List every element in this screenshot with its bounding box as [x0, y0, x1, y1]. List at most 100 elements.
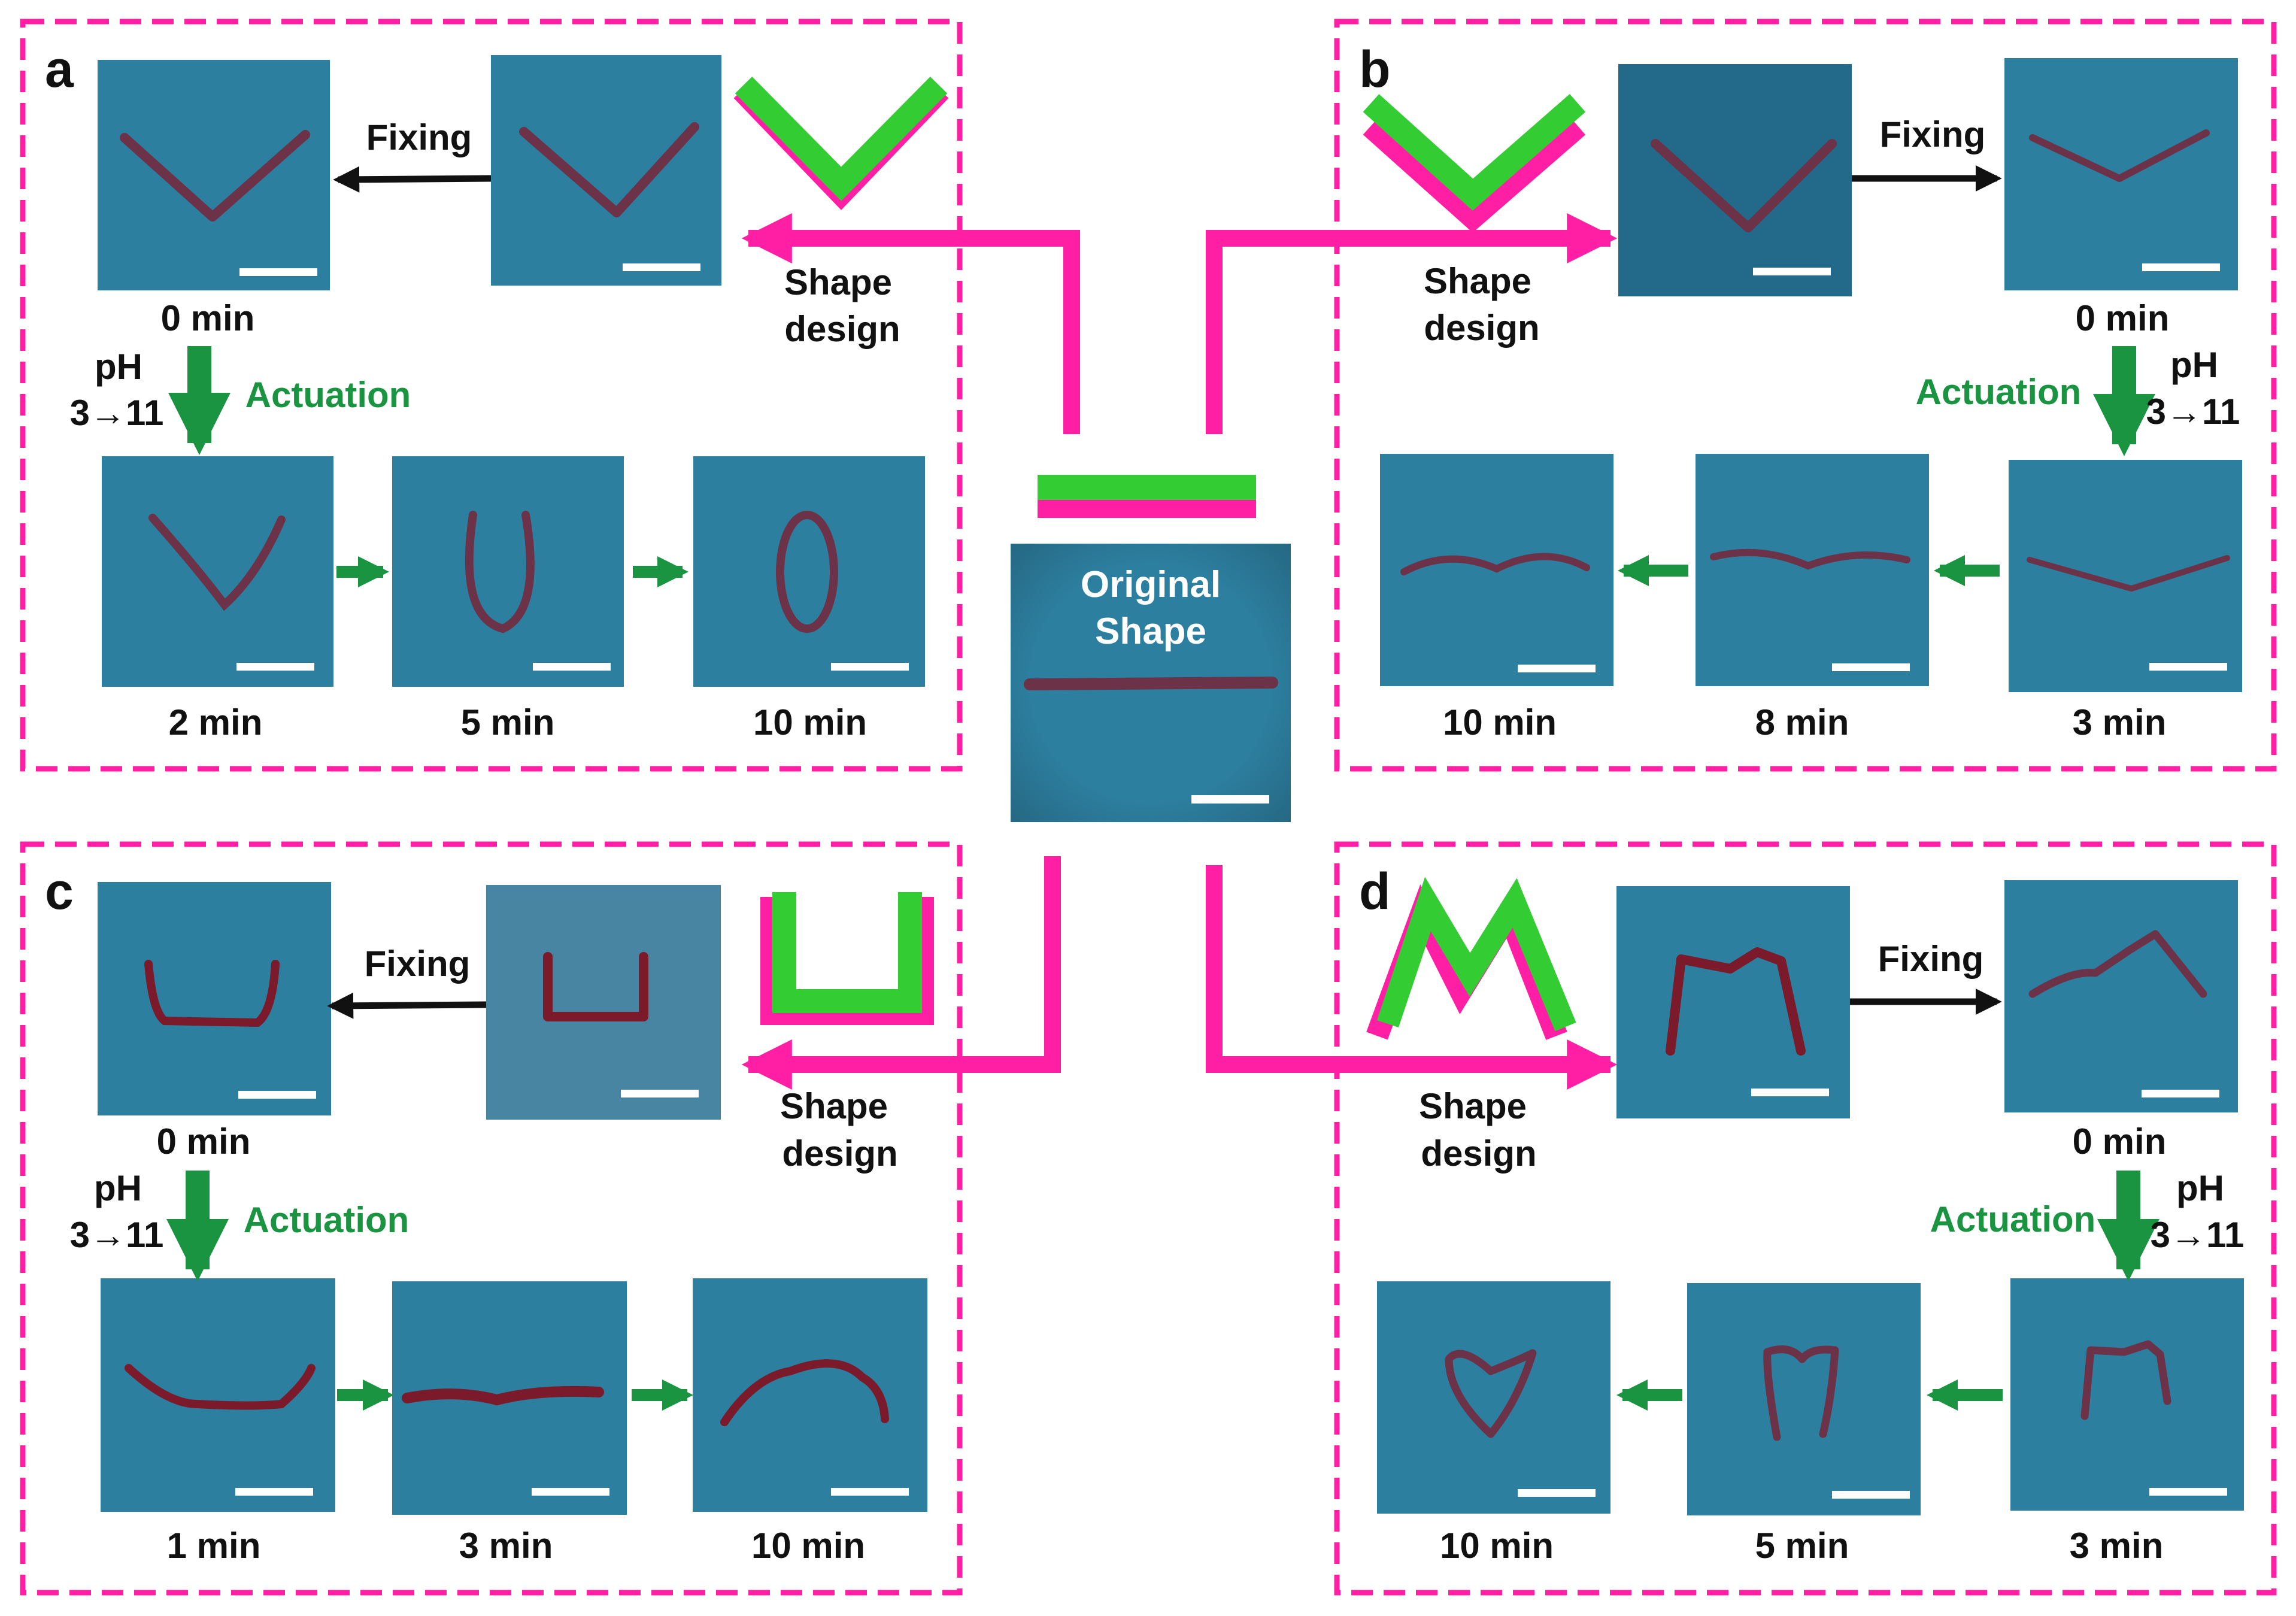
panel-b-strip-t1	[1400, 553, 1590, 575]
panel-d-photo-design	[1616, 886, 1850, 1118]
panel-a-strip-design	[519, 122, 699, 217]
arrow-to-d	[1206, 865, 1618, 1090]
panel-a-time-1: 2 min	[169, 702, 263, 742]
panel-b-scale-bar	[2149, 663, 2227, 671]
panel-b-shape-label-1: Shape	[1424, 261, 1531, 301]
panel-a-scale-bar	[831, 663, 909, 671]
panel-b-v-schematic-green	[1363, 93, 1586, 211]
panel-a-shape-label-1: Shape	[784, 262, 892, 302]
panel-b-time-1: 10 min	[1443, 702, 1557, 742]
panel-c-scale-bar	[238, 1091, 316, 1099]
panel-b-ph-label: pH	[2170, 345, 2218, 385]
bilayer-green-top	[1038, 475, 1256, 500]
original-strip	[1024, 677, 1278, 690]
panel-c-fixing-label: Fixing	[365, 944, 471, 984]
panel-a: a Fixing Shape design 0 min pH 3→11	[45, 41, 949, 742]
panel-c-time-1: 1 min	[167, 1526, 261, 1566]
panel-a-scale-bar	[239, 268, 317, 276]
panel-d-scale-bar	[2149, 1488, 2227, 1496]
panel-b-frame	[1334, 19, 2277, 772]
panel-c-actuation-label: Actuation	[244, 1200, 410, 1240]
panel-a-ph-change: 3→11	[70, 393, 164, 433]
panel-b-time-3: 3 min	[2073, 702, 2167, 742]
panel-a-photo-t2	[392, 456, 624, 687]
panel-a-v-schematic-green	[735, 76, 948, 201]
connector-arrows	[741, 213, 1618, 1090]
panel-b-strip-fixed	[2029, 129, 2210, 182]
panel-a-time-3: 10 min	[753, 702, 867, 742]
panel-a-scale-bar	[533, 663, 611, 671]
panel-b-strip-t3	[2027, 555, 2230, 592]
panel-b-v-schematic-magenta	[1363, 116, 1586, 233]
panel-a-strip-t2	[465, 511, 535, 633]
panel-d-time-3: 3 min	[2070, 1526, 2164, 1566]
panel-d-scale-bar	[1751, 1089, 1829, 1096]
panel-b-fixed-time: 0 min	[2076, 298, 2170, 338]
panel-b-actuation-label: Actuation	[1916, 372, 2082, 412]
bilayer-magenta-bottom	[1038, 500, 1256, 518]
panel-d-scale-bar	[1518, 1489, 1596, 1497]
panel-c-frame	[20, 841, 963, 1596]
original-label-line1: Original	[1081, 564, 1221, 605]
panel-a-photo-t1	[102, 456, 333, 687]
original-label-line2: Shape	[1095, 611, 1206, 652]
panel-c-strip-t2	[402, 1385, 604, 1406]
panel-c-scale-bar	[831, 1488, 909, 1496]
panel-b-strip-t2	[1710, 548, 1910, 570]
panel-frames	[20, 19, 2277, 1596]
arrow-to-b	[1206, 213, 1618, 434]
panel-d-photo-t1	[1377, 1281, 1610, 1514]
panel-c-ph-change: 3→11	[70, 1215, 164, 1255]
panel-d-fixing-label: Fixing	[1878, 939, 1984, 979]
panel-d-strip-t1	[1445, 1349, 1537, 1438]
panel-d-shape-label-1: Shape	[1419, 1086, 1527, 1126]
panel-c-strip-design	[543, 952, 648, 1021]
panel-d-m-schematic-green	[1376, 877, 1576, 1032]
center-original: Original Shape	[1011, 475, 1291, 822]
panel-d-photo-t2	[1687, 1283, 1921, 1515]
panel-b-shape-label-2: design	[1424, 308, 1539, 348]
panel-a-scale-bar	[236, 663, 314, 671]
panel-c-photo-design	[486, 885, 721, 1120]
panel-c-ph-label: pH	[94, 1168, 142, 1208]
panel-a-actuation-label: Actuation	[245, 375, 411, 415]
panel-d-strip-fixed	[2028, 930, 2207, 998]
panel-c-shape-label-2: design	[782, 1133, 897, 1174]
panel-c-fixing-arrow	[327, 992, 487, 1019]
panel-a-strip-fixed	[120, 130, 310, 222]
panel-a-frame	[20, 19, 963, 772]
panel-b-scale-bar	[1832, 663, 1910, 671]
panel-d-ph-label: pH	[2176, 1168, 2224, 1208]
panel-a-ph-label: pH	[95, 347, 142, 387]
panel-d-strip-design	[1666, 947, 1806, 1056]
panel-b-photo-t3	[2009, 460, 2242, 692]
panel-b-scale-bar	[1518, 665, 1596, 672]
panel-c-photo-fixed	[98, 882, 331, 1115]
panel-d-photo-fixed	[2004, 880, 2238, 1112]
panel-a-photo-t3	[693, 456, 925, 687]
panel-a-photo-design	[491, 55, 721, 286]
arrow-to-a	[741, 213, 1080, 434]
panel-b-scale-bar	[2142, 263, 2220, 271]
panel-a-time-2: 5 min	[461, 702, 555, 742]
panel-c-scale-bar	[621, 1090, 699, 1097]
panel-b-photo-design	[1618, 64, 1852, 296]
panel-d-strip-t2	[1763, 1345, 1839, 1441]
panel-d-frame	[1334, 841, 2277, 1596]
panel-b: b Fixing Shape design 0 min pH 3→11 Actu…	[1359, 41, 2242, 742]
panel-d-time-2: 5 min	[1755, 1526, 1849, 1566]
panel-c-time-3: 10 min	[751, 1526, 865, 1566]
panel-d-strip-t3	[2080, 1340, 2171, 1420]
panel-d-letter: d	[1359, 863, 1391, 920]
panel-a-letter: a	[45, 41, 74, 98]
panel-a-strip-t3	[776, 511, 838, 633]
panel-a-scale-bar	[623, 263, 700, 271]
panel-c-strip-t3	[720, 1359, 889, 1426]
panel-c-scale-bar	[235, 1488, 313, 1496]
panel-a-strip-t1	[148, 514, 286, 611]
panel-c-strip-fixed	[144, 960, 280, 1027]
panel-d-shape-label-2: design	[1421, 1133, 1536, 1174]
panel-c-photo-t3	[693, 1278, 927, 1512]
panel-d: d Fixing Shape design 0 min pH 3→11 Actu…	[1359, 863, 2244, 1566]
panel-a-fixing-arrow	[333, 166, 492, 193]
